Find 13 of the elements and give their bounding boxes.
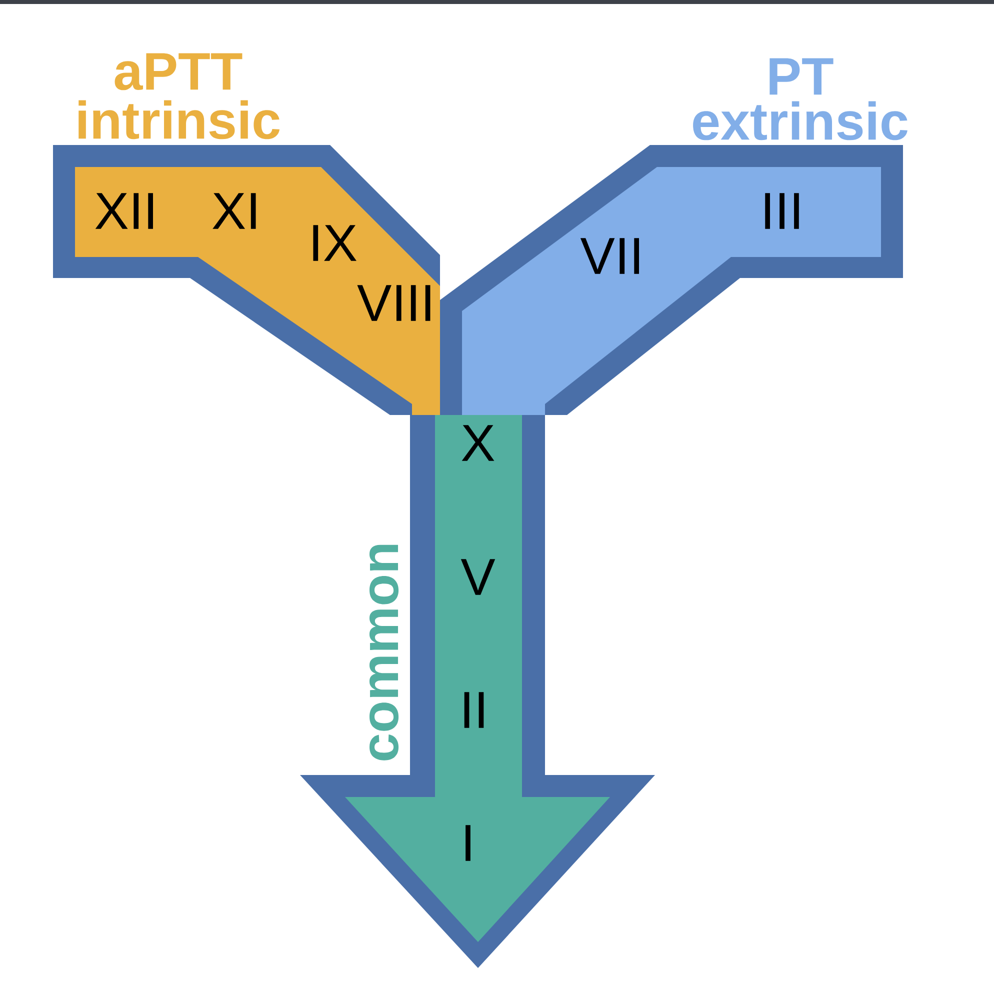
factor-label: VIII xyxy=(357,285,430,321)
factor-label: XII xyxy=(95,193,153,229)
pathway-heading: PT extrinsic xyxy=(693,58,908,140)
factor-label: III xyxy=(765,193,799,229)
factor-label: IX xyxy=(313,225,356,261)
factor-label: II xyxy=(464,692,484,728)
factor-label: XI xyxy=(212,193,256,229)
factor-label: VII xyxy=(580,238,639,274)
factor-label: V xyxy=(460,559,496,595)
pathway-heading: common xyxy=(369,544,399,760)
factor-label: I xyxy=(466,825,470,861)
pathway-heading: aPTT intrinsic xyxy=(78,53,280,140)
factor-label: X xyxy=(462,425,494,461)
